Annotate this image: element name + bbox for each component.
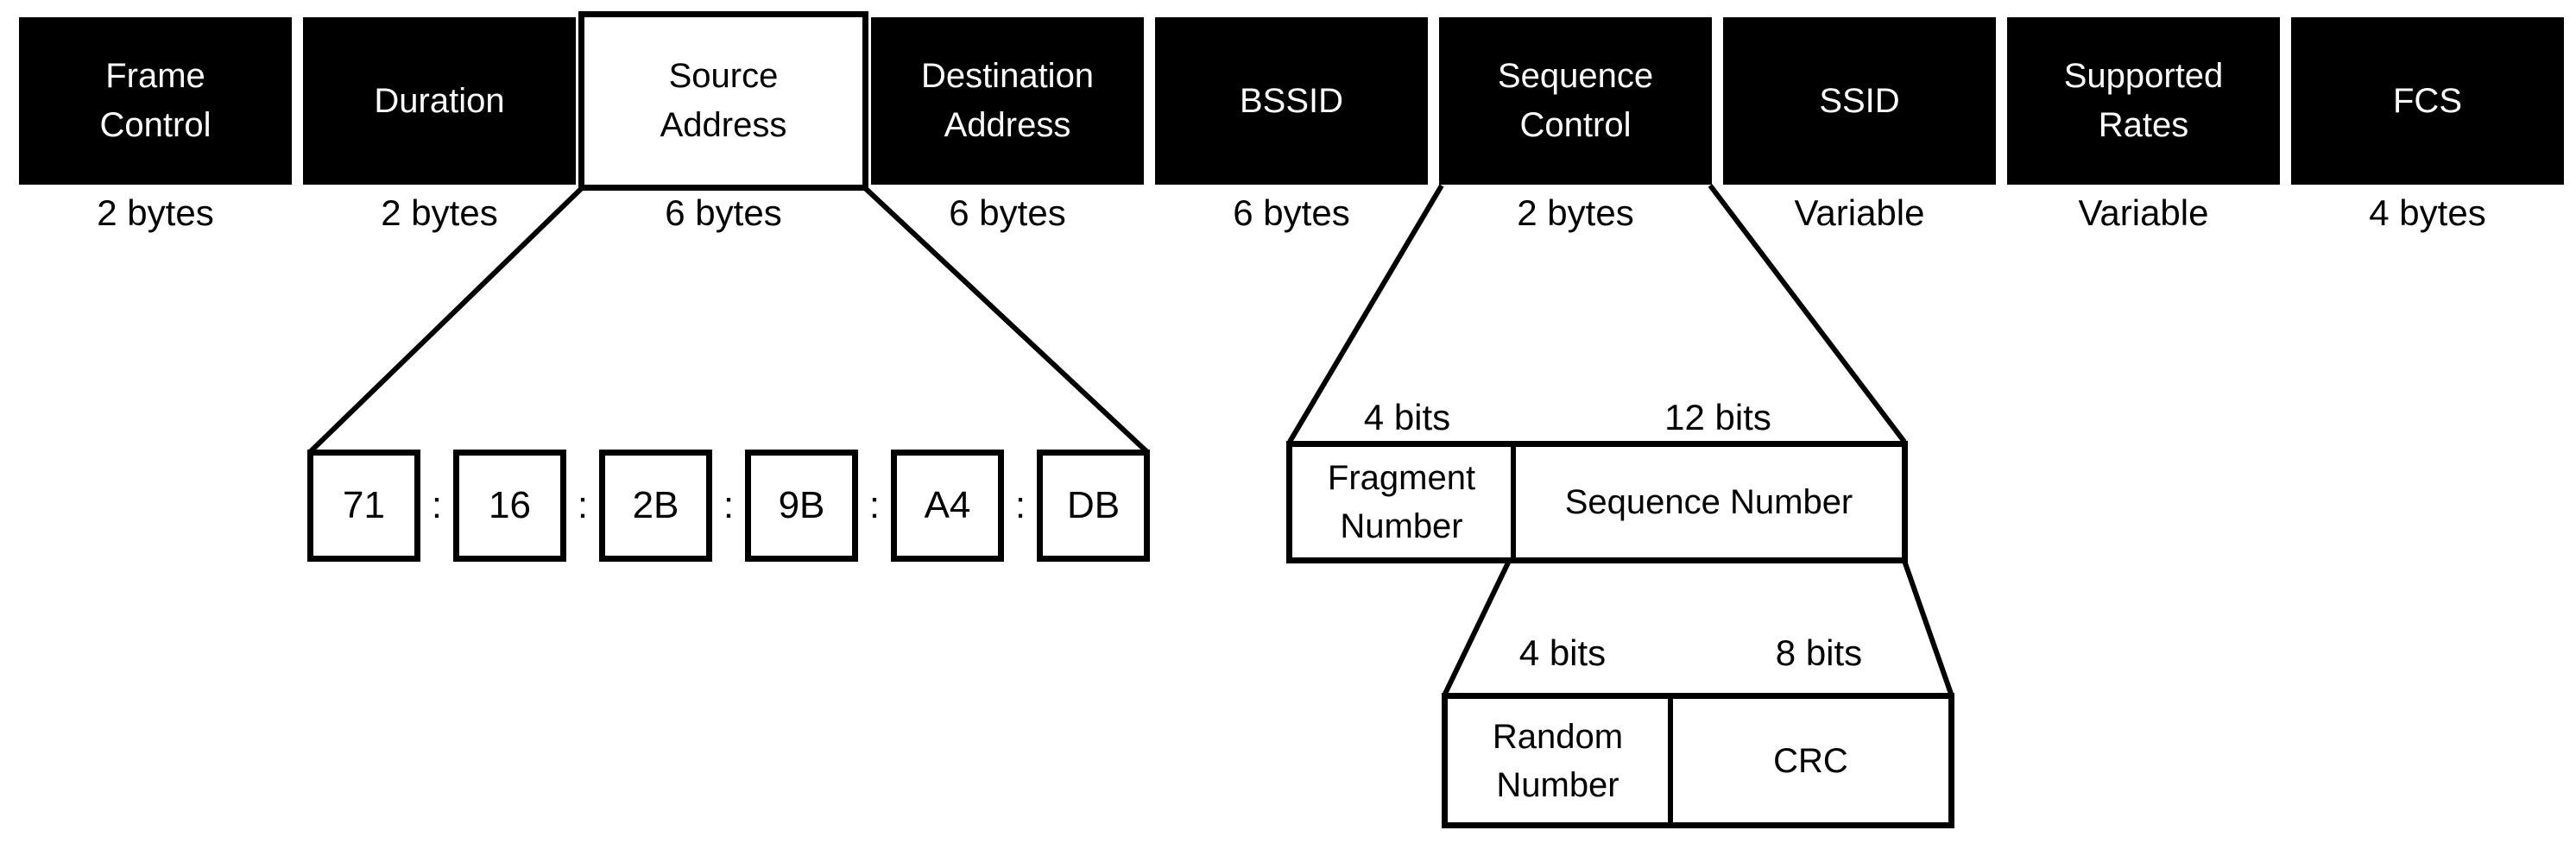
fragment-number-cell: Fragment Number xyxy=(1292,447,1516,557)
size-label-duration: 2 bytes xyxy=(381,192,498,233)
cell-label: CRC xyxy=(1773,741,1848,780)
cell-label: Random Number xyxy=(1492,717,1624,804)
cell-label: Sequence Number xyxy=(1564,483,1853,521)
source-byte-2: 2B xyxy=(599,450,712,562)
field-label: Supported Rates xyxy=(2063,57,2224,144)
random-number-bits-label: 4 bits xyxy=(1518,632,1607,673)
byte-separator: : xyxy=(431,484,443,526)
source-byte-3: 9B xyxy=(745,450,858,562)
byte-separator: : xyxy=(577,484,589,526)
source-byte-0: 71 xyxy=(307,450,420,562)
sequence-number-bits-label: 12 bits xyxy=(1664,397,1771,437)
sequence-control-expansion-right-line xyxy=(1708,184,1907,444)
field-sequence-control: Sequence Control xyxy=(1439,17,1712,185)
byte-separator: : xyxy=(1014,484,1026,526)
source-byte-5: DB xyxy=(1037,450,1150,562)
size-label-sequence-control: 2 bytes xyxy=(1517,192,1634,233)
byte-separator: : xyxy=(868,484,881,526)
field-label: SSID xyxy=(1819,81,1900,120)
size-label-ssid: Variable xyxy=(1794,192,1925,233)
field-label: BSSID xyxy=(1239,81,1344,120)
field-fcs: FCS xyxy=(2291,17,2564,185)
field-destination-address: Destination Address xyxy=(871,17,1144,185)
size-label-bssid: 6 bytes xyxy=(1233,192,1350,233)
size-label-destination-address: 6 bytes xyxy=(949,192,1066,233)
sequence-control-expansion-box: Fragment Number Sequence Number xyxy=(1286,441,1908,563)
byte-separator: : xyxy=(723,484,735,526)
sequence-number-cell: Sequence Number xyxy=(1516,447,1902,557)
field-supported-rates: Supported Rates xyxy=(2007,17,2280,185)
field-frame-control: Frame Control xyxy=(19,17,292,185)
source-expansion-right-line xyxy=(861,184,1149,454)
sequence-number-expansion-box: Random Number CRC xyxy=(1442,693,1954,828)
source-expansion-left-line xyxy=(308,184,586,454)
size-label-source-address: 6 bytes xyxy=(665,192,782,233)
size-label-supported-rates: Variable xyxy=(2078,192,2209,233)
source-address-bytes-row: 71 : 16 : 2B : 9B : A4 : DB xyxy=(307,450,1150,562)
sequence-number-expansion-right-line xyxy=(1902,560,1954,695)
field-label: Destination Address xyxy=(920,57,1095,144)
field-label: Source Address xyxy=(660,57,787,144)
field-ssid: SSID xyxy=(1723,17,1996,185)
size-label-fcs: 4 bytes xyxy=(2369,192,2486,233)
size-label-frame-control: 2 bytes xyxy=(97,192,214,233)
random-number-cell: Random Number xyxy=(1448,699,1673,822)
field-label: FCS xyxy=(2393,81,2462,120)
cell-label: Fragment Number xyxy=(1327,459,1476,545)
field-duration: Duration xyxy=(303,17,576,185)
field-label: Frame Control xyxy=(99,57,212,144)
field-bssid: BSSID xyxy=(1155,17,1428,185)
field-source-address: Source Address xyxy=(578,11,868,191)
sequence-number-expansion-left-line xyxy=(1443,559,1512,695)
field-label: Duration xyxy=(374,81,505,120)
sequence-control-expansion-left-line xyxy=(1287,184,1444,444)
crc-cell: CRC xyxy=(1673,699,1948,822)
fragment-number-bits-label: 4 bits xyxy=(1363,397,1451,437)
source-byte-4: A4 xyxy=(891,450,1004,562)
source-byte-1: 16 xyxy=(453,450,566,562)
crc-bits-label: 8 bits xyxy=(1775,632,1863,673)
field-label: Sequence Control xyxy=(1497,57,1654,144)
